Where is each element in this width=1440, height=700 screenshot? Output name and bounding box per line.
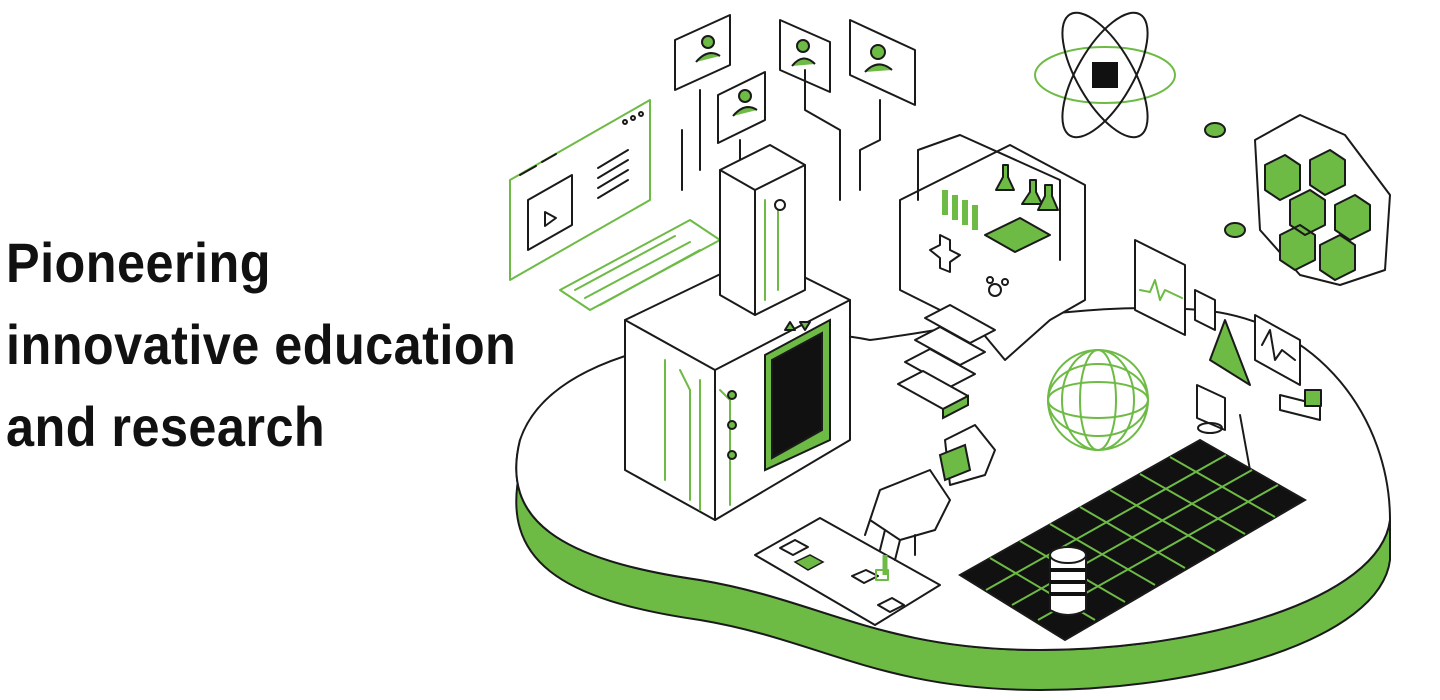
basketball-hoop-icon [1196, 384, 1251, 471]
atom-chip-icon [1034, 11, 1176, 139]
chessboard-grid-icon [958, 438, 1307, 642]
chess-piece-icon [1049, 546, 1087, 616]
bee-icon [1204, 122, 1246, 238]
tablet-icon [754, 517, 941, 626]
hero-headline: Pioneering innovative education and rese… [6, 222, 516, 468]
flask-icon [995, 164, 1059, 211]
steps [897, 304, 996, 420]
server-tower-icon [624, 144, 851, 521]
robot-hand-icon [864, 424, 996, 575]
user-profile-icon [674, 14, 916, 201]
honeycomb-icon [1254, 114, 1391, 286]
isometric-research-illustration [509, 11, 1391, 692]
wireframe-globe-icon [1047, 349, 1149, 451]
headline-line-3: and research [6, 395, 326, 458]
chart-monitor-icon [1134, 239, 1322, 421]
laptop-video-icon [509, 99, 721, 311]
headline-line-1: Pioneering [6, 231, 271, 294]
headline-line-2: innovative education [6, 313, 517, 376]
